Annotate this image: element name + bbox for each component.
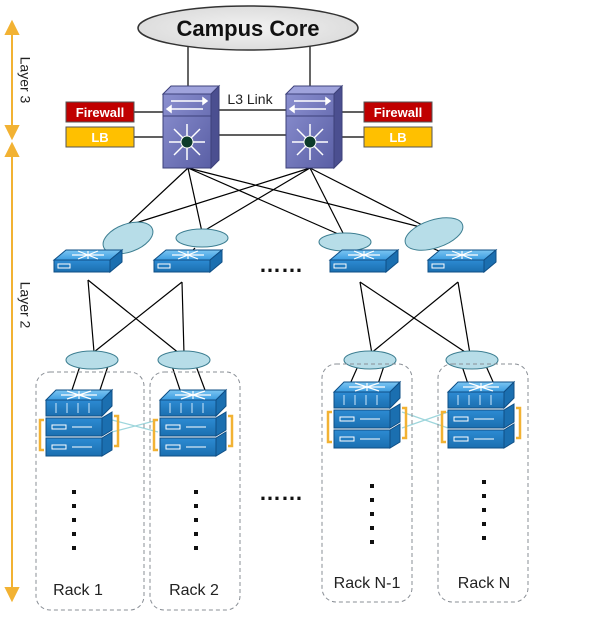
- rack-dot: [72, 546, 76, 550]
- l3-router-right-icon: [284, 84, 344, 170]
- rack-dot: [482, 480, 486, 484]
- layer3-label: Layer 3: [17, 57, 33, 104]
- aggregation-bundles: [102, 217, 464, 255]
- rack-dot: [370, 498, 374, 502]
- rack-dot: [370, 526, 374, 530]
- firewall-box-left: Firewall: [65, 101, 135, 123]
- rack-label-1: Rack 1: [53, 582, 103, 599]
- layer3-arrow: [4, 19, 20, 141]
- core-uplinks: [187, 45, 311, 88]
- campus-core-label: Campus Core: [176, 16, 319, 41]
- tor-stack-rack-n-icon: [440, 380, 522, 449]
- rack-dot: [72, 518, 76, 522]
- campus-core: Campus Core: [137, 5, 359, 51]
- lb-label-right: LB: [389, 130, 406, 145]
- ellipse-to-tor: [71, 365, 495, 391]
- rack-dot: [194, 532, 198, 536]
- rack-containers: [35, 363, 529, 611]
- rack-label-n-1: Rack N-1: [334, 575, 401, 592]
- rack-dot: [482, 494, 486, 498]
- agg-switch-3-icon: [328, 248, 400, 274]
- rack-dot: [194, 518, 198, 522]
- rack-n1-container: [321, 363, 413, 603]
- rack-ellipsis: ……: [259, 480, 303, 505]
- rack-1-container: [35, 371, 145, 611]
- firewall-label-right: Firewall: [374, 105, 422, 120]
- rack-dot: [370, 540, 374, 544]
- rack-dot: [482, 522, 486, 526]
- l3-router-left-icon: [161, 84, 221, 170]
- lb-box-left: LB: [65, 126, 135, 148]
- rack-n-container: [437, 363, 529, 603]
- rack-bundle-2: [157, 350, 211, 370]
- rack-cross-links: [111, 411, 449, 433]
- rack-label-n: Rack N: [458, 575, 510, 592]
- rack-dot: [194, 490, 198, 494]
- rack-bundles: [65, 350, 499, 370]
- rack-dot: [194, 504, 198, 508]
- tor-stack-rack-1-icon: [38, 388, 120, 457]
- rack-bundle-1: [65, 350, 119, 370]
- layer2-label: Layer 2: [17, 282, 33, 329]
- agg-ellipsis: ……: [259, 252, 303, 277]
- rack-dot: [72, 504, 76, 508]
- firewall-label-left: Firewall: [76, 105, 124, 120]
- agg-bundle-3: [318, 232, 372, 252]
- rack-bundle-4: [445, 350, 499, 370]
- rack-dot: [72, 490, 76, 494]
- lb-box-right: LB: [363, 126, 433, 148]
- rack-dot: [370, 512, 374, 516]
- rack-dot: [72, 532, 76, 536]
- rack-dot: [482, 536, 486, 540]
- agg-switch-1-icon: [52, 248, 124, 274]
- l3-link-label: L3 Link: [227, 91, 273, 107]
- agg-bundle-2: [175, 228, 229, 248]
- access-mesh: [87, 279, 471, 355]
- rack-bundle-3: [343, 350, 397, 370]
- agg-switch-4-icon: [426, 248, 498, 274]
- aggregation-switches: [52, 248, 498, 274]
- aggregation-mesh: [125, 167, 433, 238]
- rack-2-container: [149, 371, 241, 611]
- rack-dot: [482, 508, 486, 512]
- agg-bundle-1: [102, 221, 154, 255]
- agg-bundle-4: [404, 217, 464, 251]
- firewall-box-right: Firewall: [363, 101, 433, 123]
- rack-label-2: Rack 2: [169, 582, 219, 599]
- rack-dot: [370, 484, 374, 488]
- tor-stacks: [38, 380, 522, 457]
- l3-link-lines: [212, 109, 286, 136]
- lb-label-left: LB: [91, 130, 108, 145]
- layer2-arrow: [4, 141, 20, 603]
- agg-switch-2-icon: [152, 248, 224, 274]
- tor-stack-rack-n-1-icon: [326, 380, 408, 449]
- rack-dot: [194, 546, 198, 550]
- tor-stack-rack-2-icon: [152, 388, 234, 457]
- rack-vertical-dots: [72, 480, 486, 550]
